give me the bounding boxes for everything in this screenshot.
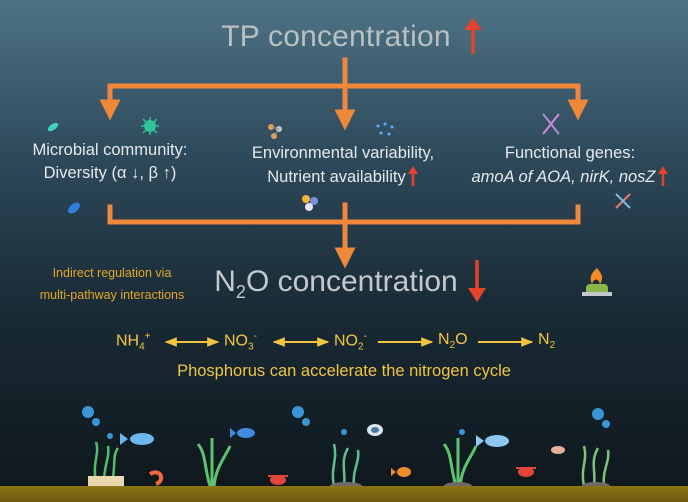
environmental-variability-node: Environmental variability, Nutrient avai… bbox=[251, 144, 435, 186]
chem-no3: NO3- bbox=[224, 331, 257, 353]
bubble-icon bbox=[292, 406, 304, 418]
fish-icon bbox=[391, 467, 411, 477]
up-arrow-icon bbox=[657, 166, 668, 186]
fish-icon bbox=[367, 424, 383, 436]
chem-n2: N2 bbox=[538, 331, 556, 352]
crab-icon bbox=[268, 475, 288, 485]
phosphorus-note: Phosphorus can accelerate the nitrogen c… bbox=[177, 362, 511, 380]
functional-genes-node: Functional genes: amoA of AOA, nirK, nos… bbox=[452, 142, 688, 189]
capsule-icon bbox=[68, 202, 80, 214]
seaweed-icon bbox=[581, 445, 610, 487]
up-arrow-icon bbox=[464, 18, 482, 54]
emission-burner-icon bbox=[582, 268, 612, 296]
nutrient-cluster-icon bbox=[302, 195, 318, 211]
fish-icon bbox=[476, 435, 509, 447]
seaweed-icon bbox=[196, 438, 232, 487]
bubble-icon bbox=[82, 406, 94, 418]
bacteria-icon bbox=[47, 122, 59, 132]
n2o-title: N2O concentration bbox=[214, 265, 458, 302]
bubble-icon bbox=[592, 408, 604, 420]
dna-icon bbox=[542, 113, 560, 135]
chem-nh4: NH4+ bbox=[116, 331, 151, 353]
shrimp-icon bbox=[148, 470, 164, 486]
indirect-regulation-note: Indirect regulation via multi-pathway in… bbox=[39, 266, 185, 302]
seaweed-icon bbox=[331, 443, 360, 487]
chem-n2o: N2O bbox=[438, 331, 468, 352]
seabed-scene bbox=[82, 406, 610, 490]
sponge-icon bbox=[88, 476, 124, 486]
fish-icon bbox=[120, 433, 154, 445]
chem-no2: NO2- bbox=[334, 331, 367, 353]
microbial-community-node: Microbial community: Diversity (α ↓, β ↑… bbox=[32, 141, 188, 182]
up-arrow-icon bbox=[407, 166, 418, 186]
particles-icon bbox=[376, 122, 394, 136]
seabed-sand bbox=[0, 486, 688, 502]
chain-arrows bbox=[164, 337, 534, 347]
tp-title: TP concentration bbox=[221, 20, 451, 53]
fish-icon bbox=[230, 428, 255, 438]
fish-icon bbox=[551, 446, 565, 454]
molecule-icon bbox=[268, 124, 282, 139]
down-arrow-icon bbox=[468, 260, 486, 302]
seaweed-icon bbox=[442, 438, 478, 487]
gene-scissors-icon bbox=[615, 193, 631, 209]
virus-icon bbox=[141, 117, 159, 135]
crab-icon bbox=[516, 467, 536, 477]
